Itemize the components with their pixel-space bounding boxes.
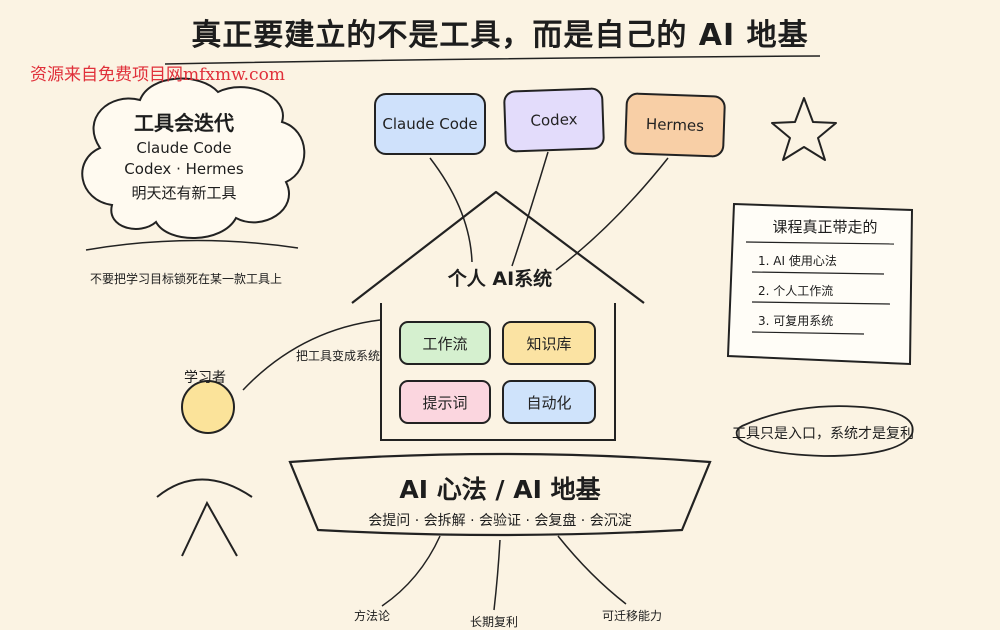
root-label-compounding: 长期复利	[470, 615, 519, 629]
module-workflow: 工作流	[399, 321, 491, 365]
cloud-note: 不要把学习目标锁死在某一款工具上	[90, 272, 283, 286]
foundation-title: AI 心法 / AI 地基	[399, 475, 601, 504]
learner-label: 学习者	[184, 370, 226, 386]
tool-claude-code: Claude Code	[374, 93, 486, 155]
watermark-text: 资源来自免费项目网mfxmw.com	[30, 65, 285, 85]
cloud-line-new-tools: 明天还有新工具	[131, 184, 237, 202]
card-item-3: 3. 可复用系统	[758, 314, 834, 328]
house-walls	[380, 303, 616, 441]
cloud-title: 工具会迭代	[134, 111, 234, 135]
cloud-line-tool-1: Claude Code	[136, 139, 232, 157]
root-label-methodology: 方法论	[354, 609, 391, 623]
star-icon	[771, 97, 837, 161]
tool-hermes: Hermes	[623, 92, 727, 158]
learner-legs	[181, 500, 238, 557]
callout-text: 工具只是入口，系统才是复利	[732, 426, 914, 442]
card-rule-3	[751, 331, 865, 335]
card-title-rule	[745, 241, 895, 245]
cloud-line-tool-2: Codex · Hermes	[124, 160, 244, 178]
module-knowledge-base: 知识库	[502, 321, 596, 365]
connector-claude	[429, 157, 473, 263]
house-title: 个人 AI系统	[447, 268, 553, 290]
module-automation: 自动化	[502, 380, 596, 424]
cloud-shape	[81, 77, 306, 239]
card-rule-2	[751, 301, 891, 305]
connector-hermes	[555, 157, 669, 271]
card-item-1: 1. AI 使用心法	[758, 254, 837, 268]
card-title: 课程真正带走的	[772, 218, 878, 236]
learner-arrow-label: 把工具变成系统	[296, 349, 381, 363]
foundation-subtitle: 会提问 · 会拆解 · 会验证 · 会复盘 · 会沉淀	[368, 513, 632, 529]
root-left	[381, 535, 441, 607]
root-label-transferable: 可迁移能力	[602, 609, 663, 623]
page-title: 真正要建立的不是工具，而是自己的 AI 地基	[191, 18, 809, 53]
foundation-shape	[288, 452, 712, 537]
learner-arrow	[242, 319, 381, 391]
module-prompts: 提示词	[399, 380, 491, 424]
root-middle	[493, 539, 501, 611]
house-roof	[351, 190, 645, 304]
connector-codex	[511, 151, 549, 267]
tool-codex: Codex	[502, 87, 606, 153]
root-right	[557, 535, 627, 605]
learner-arms	[156, 478, 253, 498]
cloud-note-line	[85, 239, 299, 251]
card-rule-1	[751, 271, 885, 275]
callout-oval	[735, 405, 914, 457]
learner-head	[181, 380, 235, 434]
card-item-2: 2. 个人工作流	[758, 284, 834, 298]
title-underline	[164, 55, 821, 65]
